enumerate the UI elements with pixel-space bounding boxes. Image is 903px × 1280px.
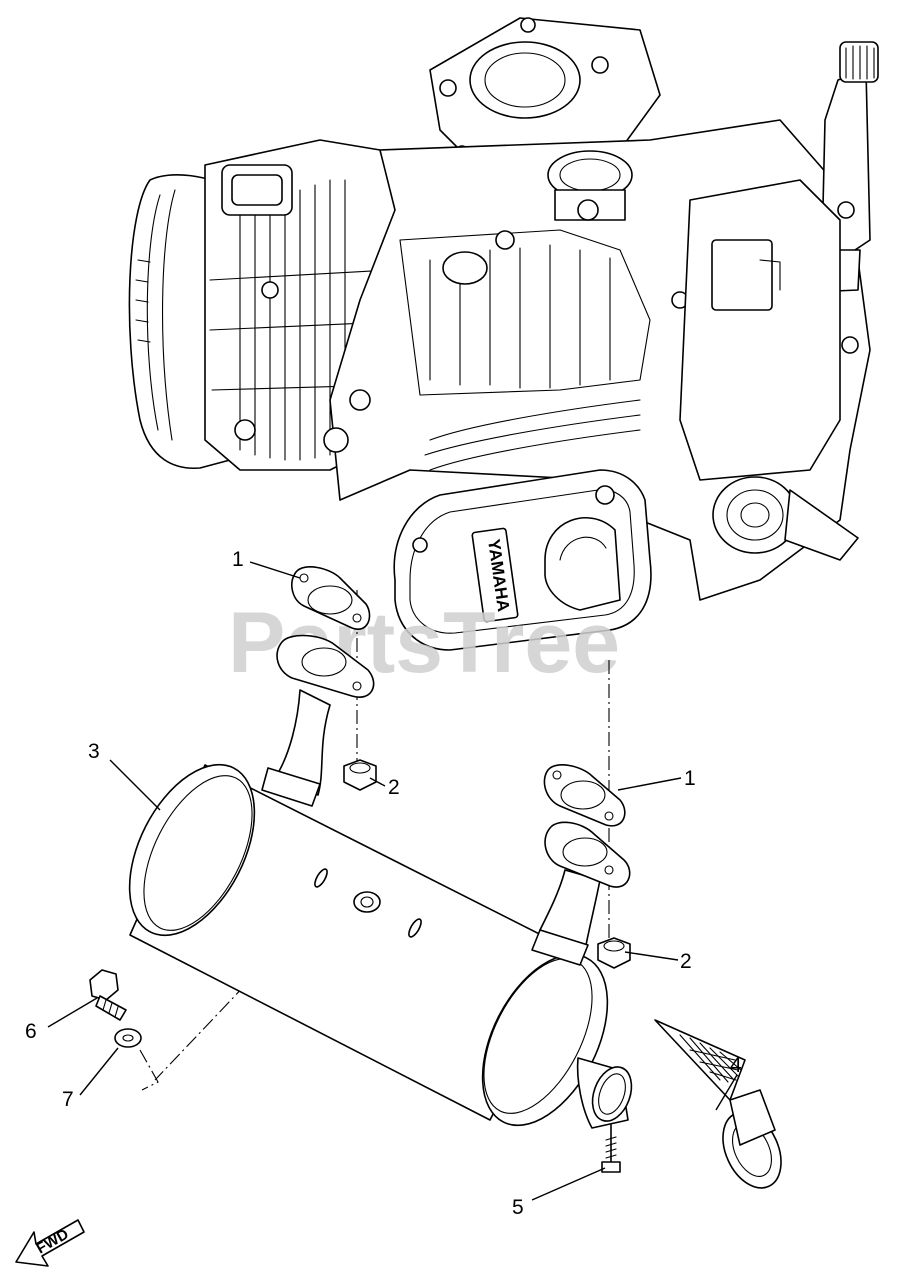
callout-2-left: 2: [388, 776, 400, 799]
screw-icon: [601, 1124, 621, 1173]
fwd-arrow-icon: FWD: [15, 1219, 85, 1267]
callout-1-lower: 1: [684, 767, 696, 790]
washer-icon: [114, 1028, 142, 1048]
engine-assembly-icon: YAMAHA: [128, 17, 879, 651]
callout-4: 4: [730, 1054, 742, 1077]
nut-icon: [343, 759, 377, 791]
callout-3: 3: [88, 740, 100, 763]
gasket-icon: [543, 764, 626, 827]
gasket-icon: [291, 566, 371, 630]
callout-5: 5: [512, 1196, 524, 1219]
spark-arrester-icon: [654, 1019, 782, 1189]
muffler-icon: [128, 634, 633, 1129]
nut-icon: [597, 937, 631, 969]
callout-7: 7: [62, 1088, 74, 1111]
bolt-icon: [89, 969, 127, 1021]
callout-leaders: [47, 561, 738, 1201]
callout-1-upper: 1: [232, 548, 244, 571]
callout-6: 6: [25, 1020, 37, 1043]
callout-2-right: 2: [680, 950, 692, 973]
